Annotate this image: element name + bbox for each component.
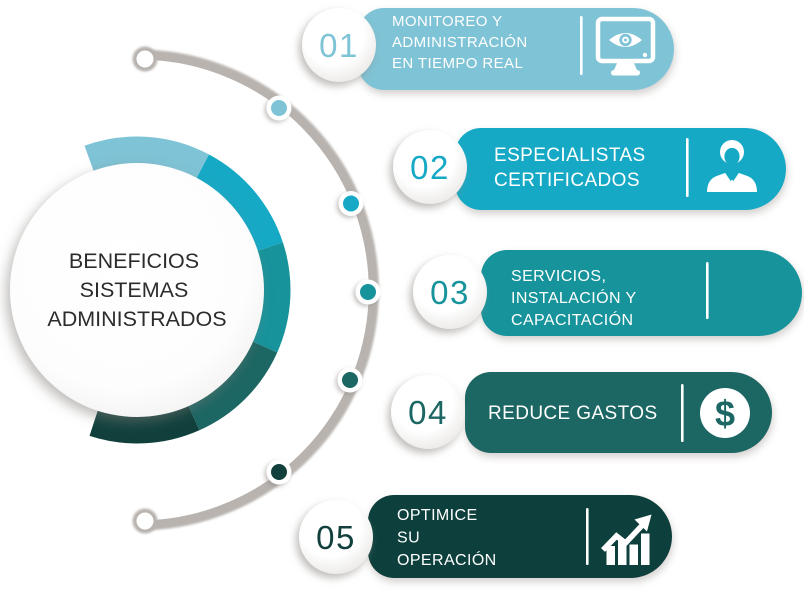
- divider: [706, 262, 709, 319]
- item-number-circle: [413, 255, 487, 329]
- divider: [586, 508, 589, 565]
- chart-arrow-line: [601, 523, 645, 552]
- monitor-power-dot: [642, 52, 648, 58]
- timeline-node: [360, 284, 376, 300]
- timeline-node: [342, 372, 358, 388]
- monitor-base: [611, 70, 640, 76]
- item-title: OPTIMICE SU OPERACIÓN: [397, 507, 497, 569]
- center-group: BENEFICIOS SISTEMAS ADMINISTRADOS: [10, 136, 291, 444]
- item-04: $ REDUCE GASTOS 04: [337, 367, 773, 453]
- item-number-circle: [299, 500, 373, 574]
- ring-segment-3: [252, 242, 291, 353]
- arc-endcap-dot: [136, 512, 154, 530]
- item-title: MONITOREO Y ADMINISTRACIÓN EN TIEMPO REA…: [392, 13, 532, 72]
- person-face: [724, 147, 740, 166]
- item-number-circle: [302, 8, 376, 82]
- item-number: 02: [410, 149, 450, 186]
- ring-segment-2: [196, 154, 283, 252]
- center-circle: [10, 163, 264, 417]
- monitor-stand: [614, 61, 637, 70]
- growth-chart-icon: [601, 514, 652, 565]
- center-ring: [84, 136, 291, 444]
- eye-pupil: [624, 38, 627, 42]
- chart-bar: [618, 540, 627, 565]
- item-banner: [481, 250, 802, 336]
- item-title: ESPECIALISTAS CERTIFICADOS: [494, 145, 651, 191]
- timeline-node: [271, 100, 287, 116]
- monitor-eye-icon: [595, 16, 656, 76]
- item-number: 03: [430, 274, 470, 311]
- item-number-circle: [393, 130, 467, 204]
- item-banner: [465, 372, 773, 453]
- center-title: BENEFICIOS SISTEMAS ADMINISTRADOS: [47, 249, 226, 331]
- ring-segment-1: [84, 136, 210, 179]
- item-number: 05: [316, 519, 356, 556]
- item-banner: [455, 128, 786, 210]
- chart-bar: [641, 533, 650, 565]
- divider: [686, 138, 689, 197]
- dollar-glyph: $: [715, 393, 735, 434]
- suit-vneck: [724, 172, 740, 183]
- tie: [729, 179, 735, 192]
- item-banner: [358, 8, 674, 90]
- item-03: SERVICIOS, INSTALACIÓN Y CAPACITACIÓN 03: [355, 250, 802, 336]
- item-05: OPTIMICE SU OPERACIÓN 05: [266, 459, 673, 578]
- item-title: REDUCE GASTOS: [488, 403, 658, 424]
- businessman-icon: [707, 140, 757, 192]
- dollar-coin: [700, 388, 750, 438]
- item-02: ESPECIALISTAS CERTIFICADOS 02: [338, 128, 786, 216]
- arc-endcap-top: [132, 46, 158, 72]
- chart-bar: [606, 546, 615, 565]
- item-number-circle: [391, 375, 465, 449]
- item-01: MONITOREO Y ADMINISTRACIÓN EN TIEMPO REA…: [266, 8, 674, 121]
- chart-bar: [629, 544, 638, 565]
- item-number: 01: [319, 27, 359, 64]
- item-number: 04: [408, 394, 448, 431]
- ring-segment-5: [89, 405, 200, 444]
- arc-endcap-bottom: [132, 508, 158, 534]
- dollar-icon: $: [700, 388, 750, 438]
- timeline-node: [271, 464, 287, 480]
- ring-segment-4: [188, 341, 278, 431]
- item-title: SERVICIOS, INSTALACIÓN Y CAPACITACIÓN: [511, 268, 641, 329]
- divider: [681, 384, 684, 442]
- chart-arrow-head: [634, 514, 652, 532]
- item-banner: [368, 495, 673, 578]
- divider: [580, 16, 583, 75]
- timeline-node: [343, 195, 359, 212]
- arc-endcap-dot: [136, 50, 154, 68]
